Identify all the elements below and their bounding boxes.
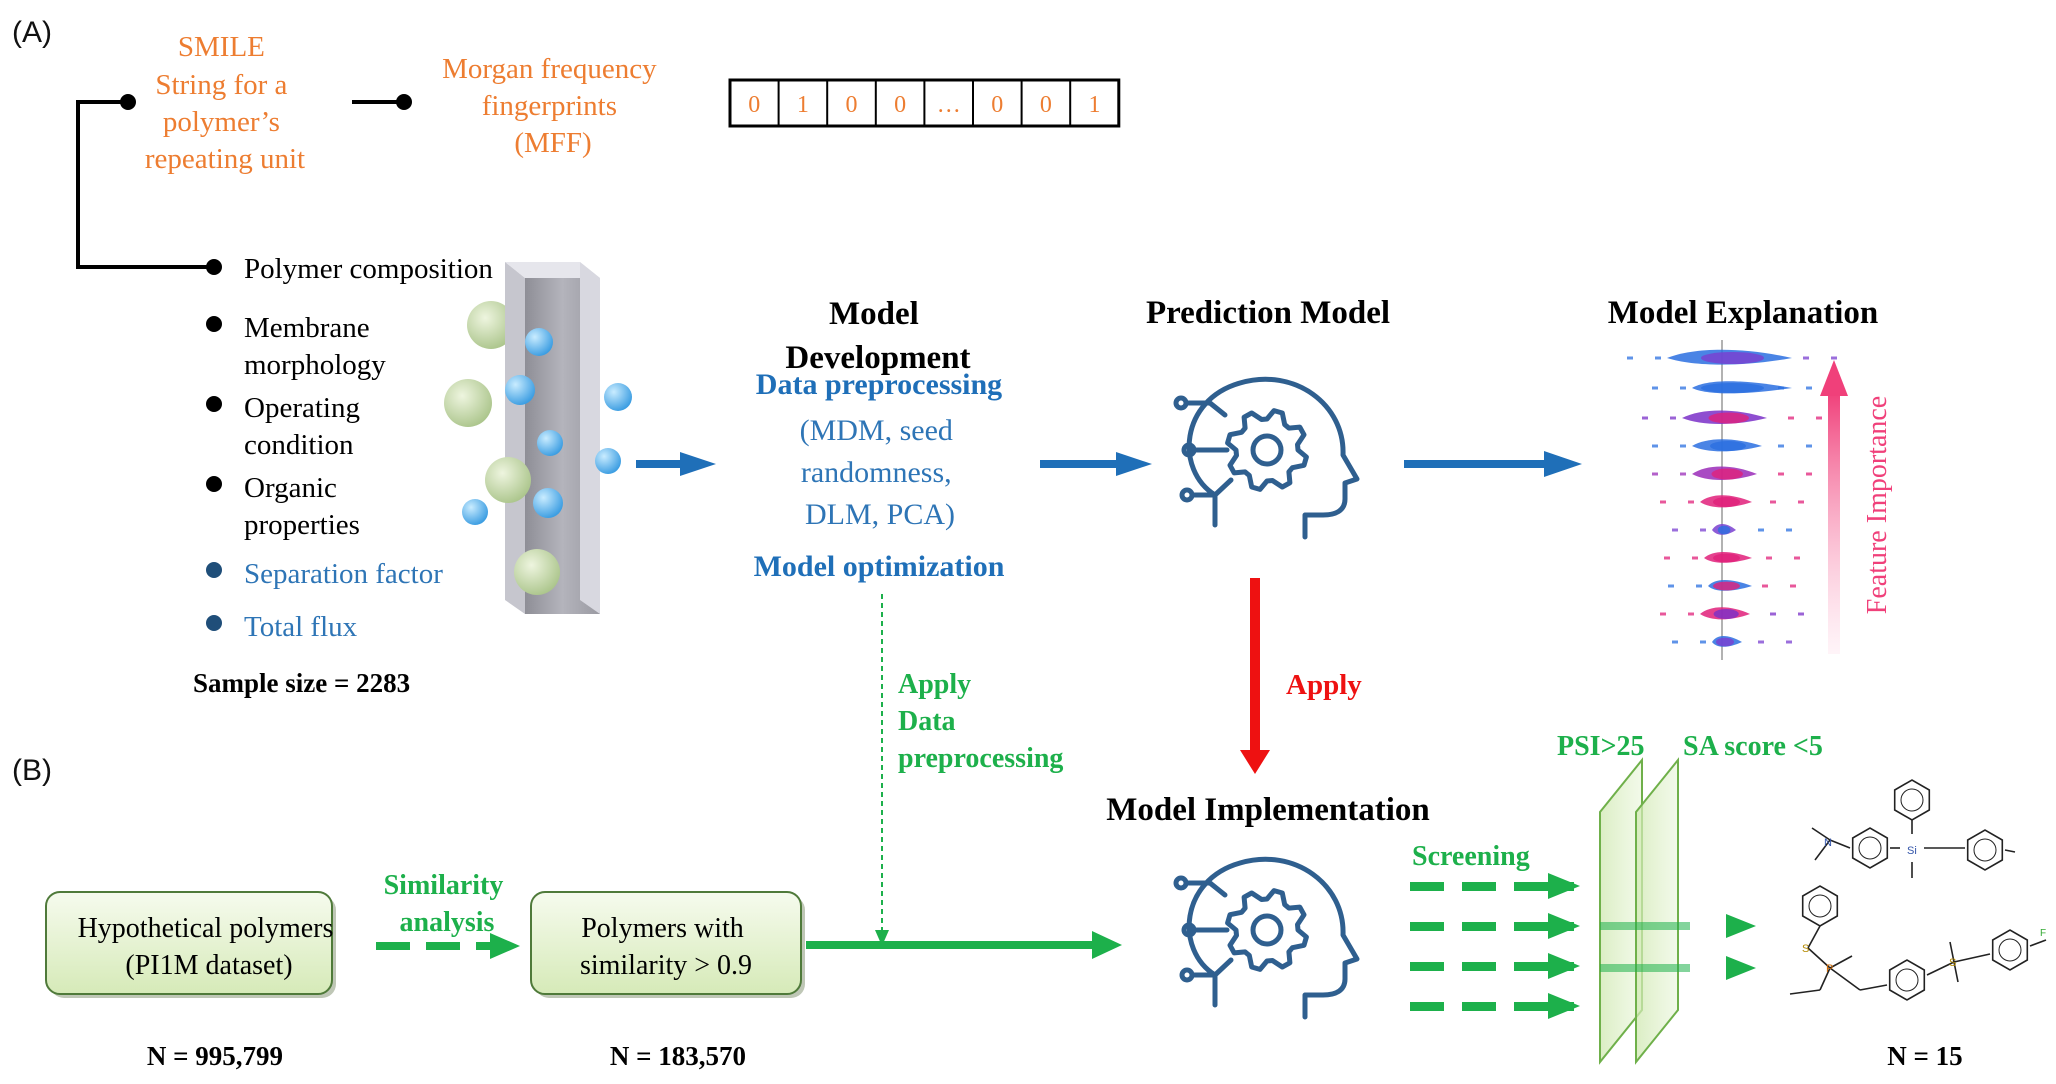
feature-importance-arrow (1820, 360, 1848, 654)
fingerprint-bit-6: 0 (1040, 92, 1052, 118)
model-explanation-title: Model Explanation (1608, 295, 1878, 331)
sa-filter-plane (1635, 757, 1679, 1065)
fingerprint-bit-0: 0 (748, 92, 760, 118)
bullet-polymer-composition (206, 259, 222, 275)
panel-b-label: (B) (12, 754, 52, 787)
flow-arrow-2 (1040, 452, 1152, 476)
fingerprint-bit-5: 0 (991, 92, 1003, 118)
apply-red-label: Apply (1286, 669, 1362, 701)
pass-through-arrows (1600, 914, 1756, 980)
data-preprocessing-label: Data preprocessing (756, 368, 1002, 401)
sa-score-label: SA score <5 (1683, 731, 1823, 762)
hypothetical-polymers-box (45, 891, 336, 998)
fingerprint-bit-vector: 0 1 0 0 … 0 0 1 (728, 78, 1121, 128)
bullet-total-flux (206, 615, 222, 631)
screen-arrow-0 (1548, 873, 1580, 899)
screen-arrow-3 (1548, 993, 1580, 1019)
n-final: N = 15 (1887, 1041, 1962, 1071)
membrane-icon (444, 262, 632, 614)
n-hypothetical: N = 995,799 (147, 1041, 283, 1071)
similar-polymers-text: Polymers with similarity > 0.9 (580, 913, 752, 981)
fingerprint-bit-2: 0 (846, 92, 858, 118)
n-similar: N = 183,570 (610, 1041, 746, 1071)
similar-polymers-box (530, 891, 805, 998)
molecule-icon-2: S P S F (1789, 885, 2047, 1001)
flow-arrow-1 (636, 452, 716, 476)
screen-arrow-1 (1548, 913, 1580, 939)
panel-a-label: (A) (12, 16, 52, 49)
smile-label: SMILE String for a polymer’s repeating u… (145, 31, 305, 175)
head-gear-icon (1173, 376, 1360, 540)
apply-preprocessing-dotted-arrow (875, 594, 889, 946)
fingerprint-bit-1: 1 (797, 92, 809, 118)
preprocessing-methods: (MDM, seed randomness, DLM, PCA) (800, 414, 961, 531)
bullet-mff (396, 94, 412, 110)
apply-red-arrow (1240, 578, 1270, 774)
fingerprint-bit-7: 1 (1089, 92, 1101, 118)
svg-text:S: S (1949, 957, 1956, 969)
screening-dashed-arrows (1410, 873, 1580, 1019)
mff-label: Morgan frequency fingerprints (MFF) (442, 53, 664, 159)
total-flux-label: Total flux (244, 611, 358, 643)
bullet-organic-properties (206, 476, 222, 492)
molecule-icon-1: Si N (1811, 779, 2016, 878)
model-development-title: Model Development (785, 296, 970, 376)
similarity-dashed-arrow (376, 933, 520, 959)
bullet-smile (120, 94, 136, 110)
feature-importance-label: Feature Importance (1862, 396, 1893, 614)
apply-preprocessing-label: Apply Data preprocessing (898, 669, 1063, 774)
svg-text:P: P (1826, 963, 1833, 975)
bullet-separation-factor (206, 562, 222, 578)
flow-arrow-3 (1404, 451, 1582, 477)
head-gear-icon-implementation (1173, 856, 1360, 1020)
screen-arrow-2 (1548, 953, 1580, 979)
separation-factor-label: Separation factor (244, 558, 443, 590)
operating-condition-label: Operating condition (244, 392, 367, 461)
model-optimization-label: Model optimization (754, 550, 1005, 583)
fingerprint-bit-3: 0 (894, 92, 906, 118)
similarity-analysis-label: Similarity analysis (384, 870, 511, 938)
bullet-membrane-morphology (206, 316, 222, 332)
fingerprint-bit-4: … (937, 92, 961, 118)
model-implementation-title: Model Implementation (1106, 792, 1430, 828)
membrane-morphology-label: Membrane morphology (244, 312, 386, 381)
svg-text:S: S (1802, 943, 1809, 955)
svg-text:N: N (1824, 837, 1832, 849)
violin-plot-icon (1627, 340, 1837, 660)
polymer-composition-label: Polymer composition (244, 253, 493, 285)
hypothetical-polymers-text: Hypothetical polymers (PI1M dataset) (78, 913, 341, 981)
sample-size-label: Sample size = 2283 (193, 668, 410, 698)
svg-text:F: F (2040, 928, 2046, 939)
to-implementation-arrow (806, 931, 1122, 959)
screening-label: Screening (1412, 841, 1530, 872)
feature-bracket (76, 100, 404, 269)
bullet-operating-condition (206, 396, 222, 412)
svg-text:Si: Si (1907, 845, 1917, 857)
prediction-model-title: Prediction Model (1146, 295, 1390, 331)
psi-label: PSI>25 (1557, 731, 1645, 762)
organic-properties-label: Organic properties (244, 472, 360, 541)
